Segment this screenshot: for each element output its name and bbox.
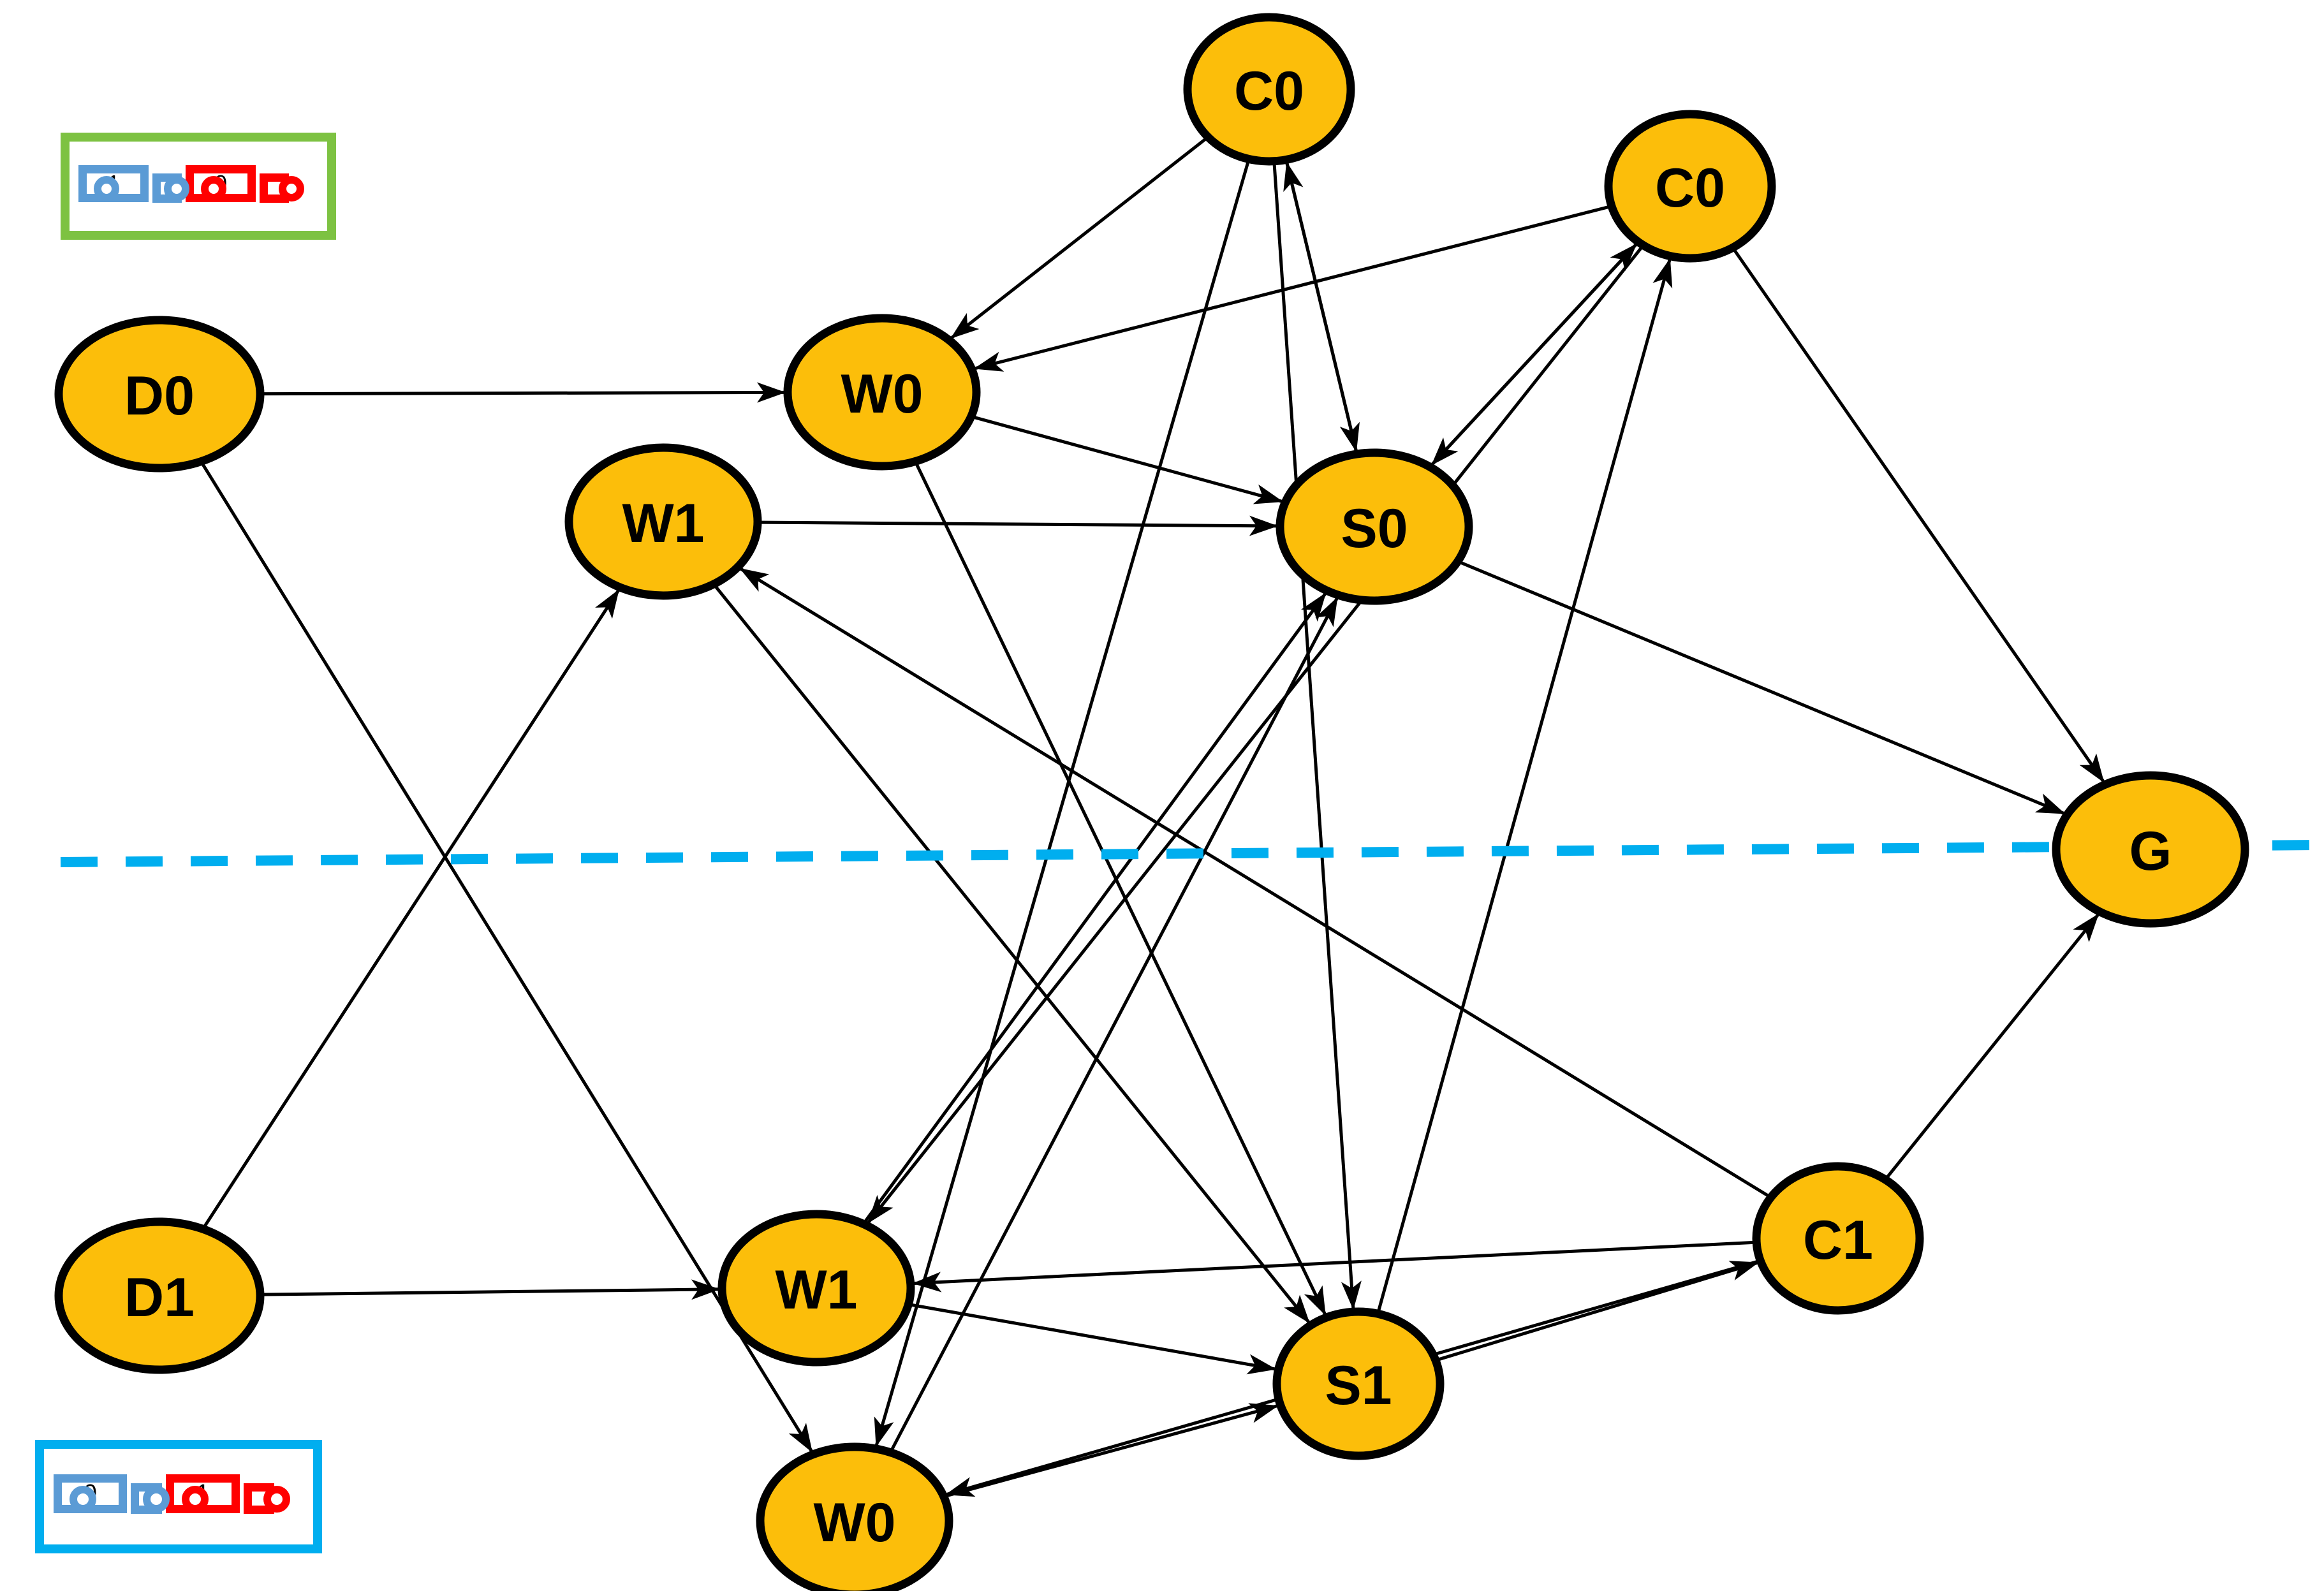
graph-node-D1[interactable]: D1 bbox=[54, 1217, 265, 1374]
node-label-D0: D0 bbox=[124, 365, 195, 427]
graph-node-S0[interactable]: S0 bbox=[1276, 448, 1473, 605]
graph-edge-S1-to-C1 bbox=[1436, 1261, 1760, 1362]
node-label-C0_top: C0 bbox=[1234, 61, 1304, 122]
node-label-W0_top: W0 bbox=[841, 363, 923, 425]
graph-node-G[interactable]: G bbox=[2052, 771, 2249, 928]
graph-node-W0_bot[interactable]: W0 bbox=[756, 1442, 953, 1591]
graph-edge-S0-to-C0_top bbox=[1283, 161, 1358, 453]
graph-edge-W0_bot-to-S0 bbox=[889, 597, 1339, 1453]
node-shape-D0 bbox=[54, 316, 265, 473]
graph-node-S1[interactable]: S1 bbox=[1272, 1307, 1445, 1460]
graph-edge-C0_right-to-W0_top bbox=[973, 205, 1611, 372]
legend-top-blue-circle-2 bbox=[164, 176, 189, 202]
graph-edge-C0_right-to-G bbox=[1732, 247, 2105, 783]
graph-edge-C0_right-to-W1_bot bbox=[867, 245, 1644, 1224]
graph-edge-C0_top-to-S1 bbox=[1272, 162, 1362, 1310]
node-label-G: G bbox=[2129, 821, 2172, 882]
graph-edge-C1-to-G bbox=[1885, 913, 2100, 1180]
node-shape-C1 bbox=[1752, 1162, 1924, 1315]
legend-top-blue-circle-1 bbox=[94, 176, 119, 202]
edge-layer bbox=[200, 136, 2105, 1498]
node-shape-S0 bbox=[1276, 448, 1473, 605]
graph-node-W1_bot[interactable]: W1 bbox=[717, 1210, 915, 1367]
node-shape-W0_bot bbox=[756, 1442, 953, 1591]
cut-line-layer bbox=[60, 840, 2324, 867]
node-shape-W1_top bbox=[564, 443, 762, 600]
graph-edge-D1-to-W1_bot bbox=[261, 1279, 720, 1300]
graph-edge-S1-to-C0_right bbox=[1376, 258, 1673, 1313]
graph-edge-C1-to-W1_bot bbox=[912, 1240, 1756, 1293]
node-label-D1: D1 bbox=[124, 1267, 195, 1328]
graph-edge-W1_bot-to-S1 bbox=[909, 1303, 1277, 1375]
graph-edge-C1-to-W1_top bbox=[739, 568, 1771, 1198]
node-shape-C0_top bbox=[1183, 13, 1355, 166]
node-label-W1_top: W1 bbox=[622, 493, 705, 554]
node-label-C1: C1 bbox=[1803, 1210, 1873, 1271]
node-shape-C0_right bbox=[1604, 110, 1776, 263]
graph-node-C1[interactable]: C1 bbox=[1752, 1162, 1924, 1315]
node-label-W1_bot: W1 bbox=[776, 1259, 858, 1321]
node-shape-D1 bbox=[54, 1217, 265, 1374]
graph-edge-C0_top-to-W0_bot bbox=[874, 159, 1251, 1447]
graph-edge-W0_top-to-S1 bbox=[914, 462, 1327, 1316]
legend-top-box: 1 0 bbox=[61, 133, 336, 240]
graph-edge-W1_top-to-S1 bbox=[713, 584, 1310, 1324]
legend-bottom-box: 0 1 bbox=[35, 1440, 322, 1553]
node-label-S1: S1 bbox=[1325, 1355, 1392, 1416]
graph-edge-D0-to-W0_top bbox=[261, 382, 786, 403]
graph-edge-W0_bot-to-S1 bbox=[945, 1403, 1279, 1498]
graph-node-C0_top[interactable]: C0 bbox=[1183, 13, 1355, 166]
legend-top-red-circle-2 bbox=[279, 176, 304, 202]
legend-bottom-red-circle-2 bbox=[263, 1486, 291, 1513]
graph-node-W0_top[interactable]: W0 bbox=[783, 314, 981, 471]
node-shape-W1_bot bbox=[717, 1210, 915, 1367]
legend-top-red-circle-1 bbox=[201, 176, 226, 202]
node-label-W0_bot: W0 bbox=[814, 1492, 896, 1553]
node-shape-G bbox=[2052, 771, 2249, 928]
node-shape-W0_top bbox=[783, 314, 981, 471]
node-label-S0: S0 bbox=[1341, 498, 1408, 559]
graph-edge-D1-to-W1_top bbox=[202, 589, 620, 1229]
node-label-C0_right: C0 bbox=[1655, 158, 1725, 219]
graph-edge-C0_top-to-W0_top bbox=[950, 136, 1209, 339]
graph-node-C0_right[interactable]: C0 bbox=[1604, 110, 1776, 263]
graph-edge-W1_bot-to-S0 bbox=[862, 592, 1327, 1224]
graph-edge-S0-to-G bbox=[1458, 560, 2066, 815]
graph-edge-W0_top-to-S0 bbox=[972, 415, 1284, 504]
graph-edge-S0-to-C0_right bbox=[1429, 243, 1637, 467]
cut-separator-line bbox=[60, 840, 2324, 867]
graph-edge-W1_top-to-S0 bbox=[758, 515, 1278, 536]
graph-node-W1_top[interactable]: W1 bbox=[564, 443, 762, 600]
legend-bottom-blue-circle-1 bbox=[69, 1486, 96, 1513]
node-shape-S1 bbox=[1272, 1307, 1445, 1460]
graph-node-D0[interactable]: D0 bbox=[54, 316, 265, 473]
